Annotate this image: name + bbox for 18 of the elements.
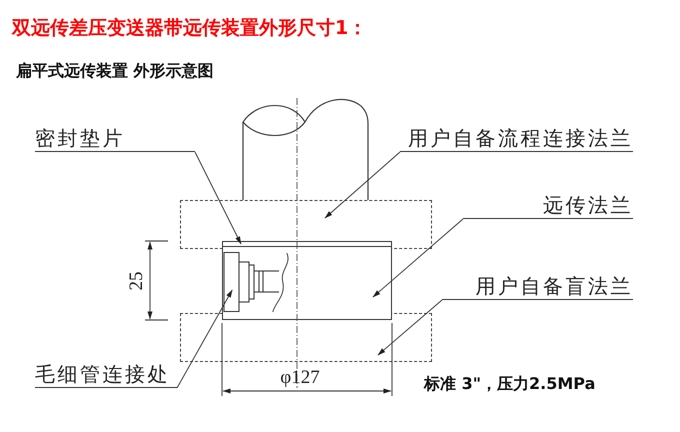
flange-outline (180, 313, 432, 362)
callout-label: 密封垫片 (35, 128, 195, 152)
subtitle: 扁平式远传装置 外形示意图 (16, 61, 214, 82)
leader-line (378, 300, 442, 356)
remote-flange (222, 241, 392, 320)
dimension-label: φ127 (280, 367, 320, 389)
leader-line (324, 152, 400, 218)
callout-label: 用户自备流程连接法兰 (400, 128, 633, 152)
callout-label: 远传法兰 (463, 195, 633, 219)
leader-line (372, 218, 464, 298)
title: 双远传差压变送器带远传装置外形尺寸1： (12, 16, 368, 41)
leader-line (194, 152, 242, 244)
capillary-fitting-drawing (223, 252, 291, 312)
leader-line (176, 290, 233, 388)
dimension-label: 25 (126, 272, 148, 290)
callout-label: 用户自备盲法兰 (442, 276, 633, 300)
callout-label: 毛细管连接处 (35, 364, 177, 388)
spec-note: 标准 3"，压力2.5MPa (424, 374, 596, 395)
